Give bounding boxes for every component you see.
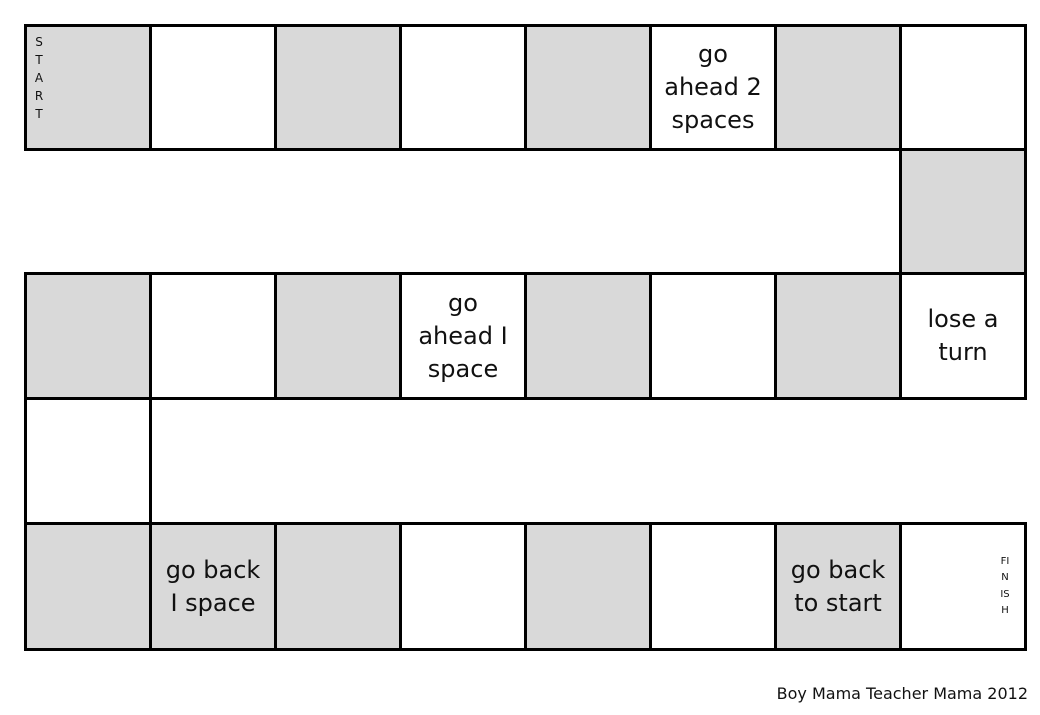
space-17[interactable] — [24, 272, 152, 400]
space-label: go back I space — [165, 555, 261, 617]
copyright-credit: Boy Mama Teacher Mama 2012 — [776, 684, 1028, 703]
space-19[interactable] — [24, 522, 152, 651]
space-3[interactable] — [274, 24, 402, 151]
space-go-back-to-start[interactable]: go back to start — [774, 522, 902, 651]
space-13[interactable] — [524, 272, 652, 400]
space-12[interactable] — [649, 272, 777, 400]
space-4[interactable] — [399, 24, 527, 151]
space-24[interactable] — [649, 522, 777, 651]
space-21[interactable] — [274, 522, 402, 651]
space-lose-a-turn[interactable]: lose a turn — [899, 272, 1027, 400]
space-label: go ahead I space — [418, 288, 508, 383]
space-11[interactable] — [774, 272, 902, 400]
space-18[interactable] — [24, 397, 152, 525]
space-go-ahead-1[interactable]: go ahead I space — [399, 272, 527, 400]
space-label: go ahead 2 spaces — [664, 40, 762, 134]
space-finish[interactable]: FINISH — [899, 522, 1027, 651]
space-22[interactable] — [399, 522, 527, 651]
space-15[interactable] — [274, 272, 402, 400]
space-go-back-1[interactable]: go back I space — [149, 522, 277, 651]
space-16[interactable] — [149, 272, 277, 400]
space-go-ahead-2[interactable]: go ahead 2 spaces — [649, 24, 777, 151]
space-5[interactable] — [524, 24, 652, 151]
space-9[interactable] — [899, 148, 1027, 275]
space-label: lose a turn — [927, 305, 999, 366]
space-start[interactable]: START — [24, 24, 152, 151]
finish-label: FINISH — [1000, 555, 1010, 617]
start-label: START — [34, 35, 44, 121]
space-7[interactable] — [774, 24, 902, 151]
space-8[interactable] — [899, 24, 1027, 151]
space-label: go back to start — [790, 555, 886, 617]
space-23[interactable] — [524, 522, 652, 651]
space-2[interactable] — [149, 24, 277, 151]
